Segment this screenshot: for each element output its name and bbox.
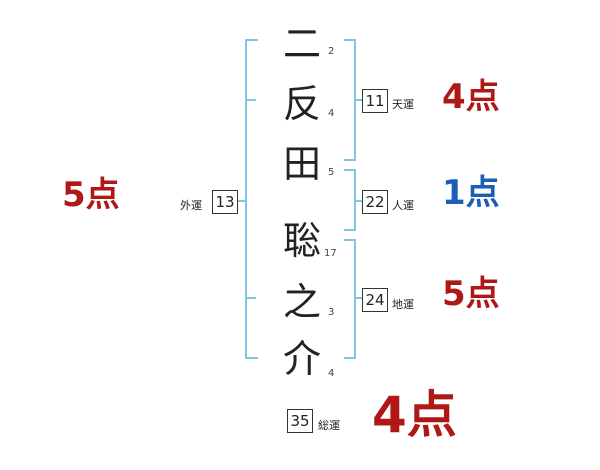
chikaku-label: 地運 (392, 298, 414, 311)
gaikaku-score: 5点 (62, 175, 120, 215)
soukaku-score: 4点 (372, 386, 457, 444)
jinkaku-value-box: 22 (362, 190, 388, 214)
stroke-count-6: 4 (328, 368, 335, 379)
chikaku-value-box: 24 (362, 288, 388, 312)
tenkaku-score: 4点 (442, 77, 500, 117)
stroke-count-1: 2 (328, 46, 335, 57)
name-char-4: 聡 (282, 219, 321, 263)
stroke-count-2: 4 (328, 108, 335, 119)
stroke-count-4: 17 (324, 248, 337, 259)
tenkaku-value-box: 11 (362, 89, 388, 113)
gaikaku-label: 外運 (180, 199, 202, 212)
name-char-2: 反 (282, 82, 321, 126)
name-char-1: 二 (282, 22, 321, 66)
name-char-3: 田 (282, 142, 321, 186)
jinkaku-label: 人運 (392, 199, 414, 212)
tenkaku-label: 天運 (392, 98, 414, 111)
tenkaku-bracket (344, 39, 356, 161)
gaikaku-value-box: 13 (212, 190, 238, 214)
jinkaku-score: 1点 (442, 173, 500, 213)
chikaku-bracket (344, 239, 356, 359)
name-char-5: 之 (282, 280, 321, 324)
stroke-count-5: 3 (328, 307, 335, 318)
jinkaku-bracket (344, 169, 356, 231)
name-char-6: 介 (282, 337, 321, 381)
stroke-count-3: 5 (328, 167, 335, 178)
chikaku-score: 5点 (442, 274, 500, 314)
outer-left-bracket (245, 39, 258, 359)
soukaku-label: 総運 (318, 419, 340, 432)
soukaku-value-box: 35 (287, 409, 313, 433)
